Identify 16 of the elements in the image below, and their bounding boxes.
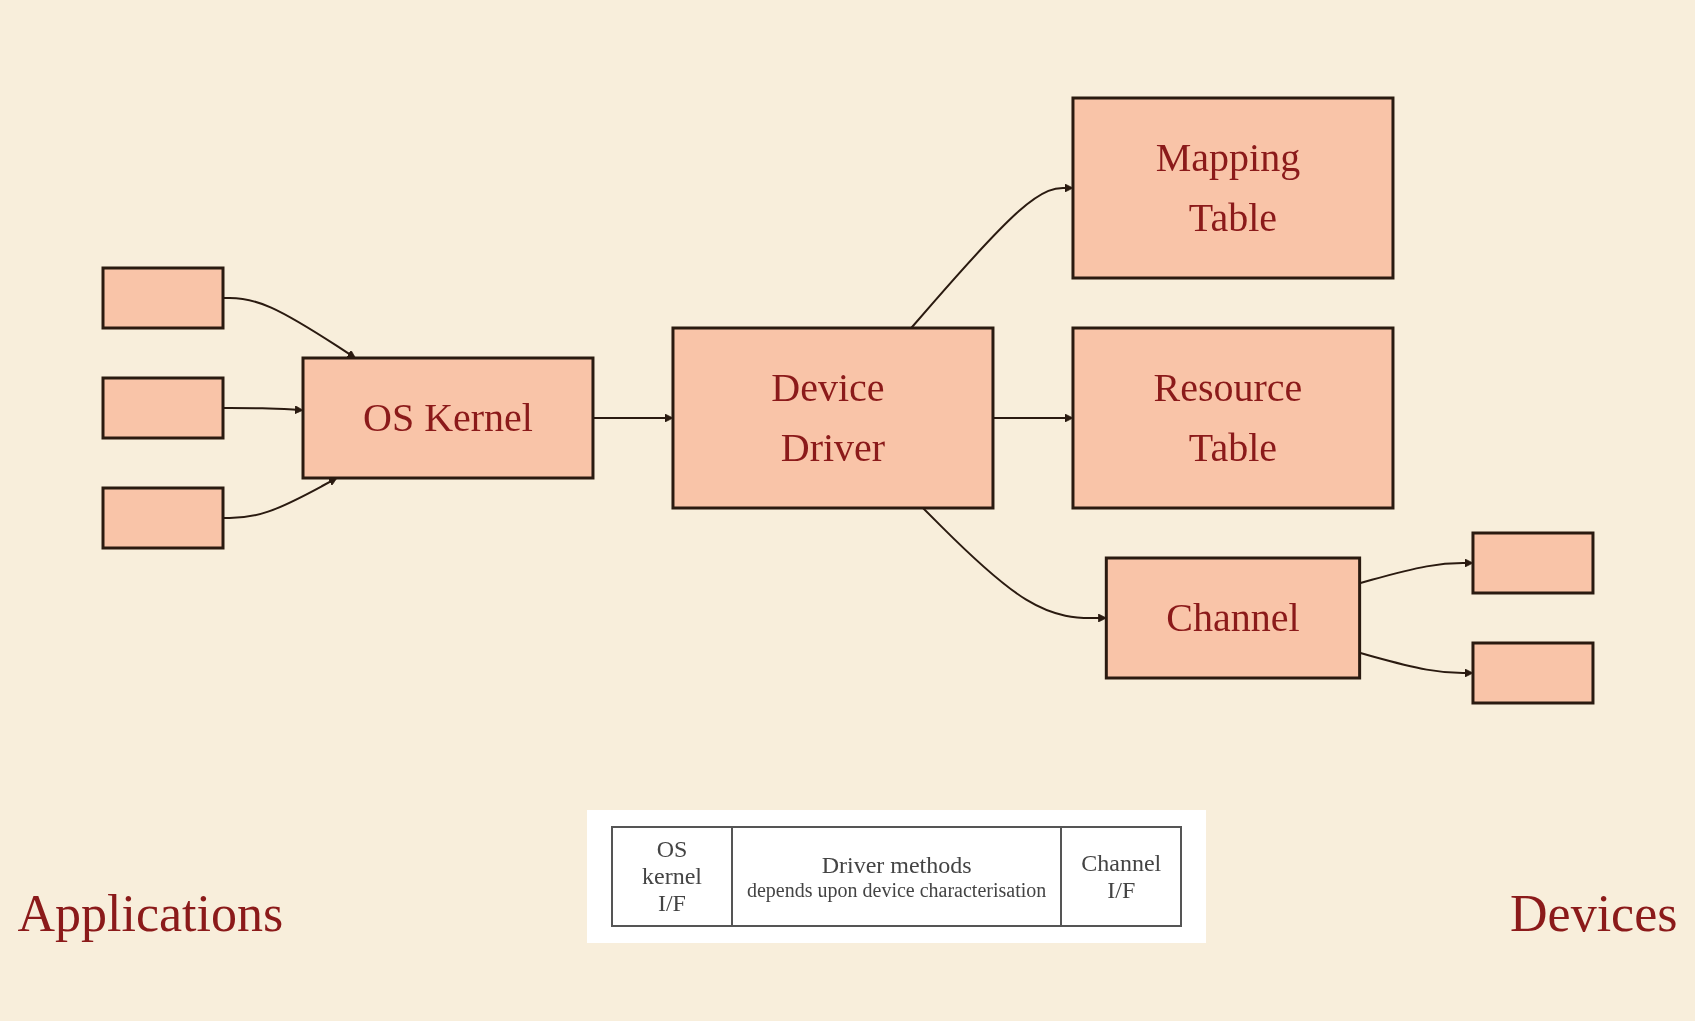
process-box: Resource Table bbox=[1071, 326, 1394, 509]
empty-box bbox=[101, 266, 224, 329]
group-label: Applications bbox=[17, 884, 284, 943]
empty-box bbox=[101, 486, 224, 549]
table-text: OS kernel I/F bbox=[641, 836, 703, 917]
process-box: Channel bbox=[1104, 556, 1361, 679]
group-label: Devices bbox=[1510, 884, 1678, 943]
process-box: Device Driver bbox=[671, 326, 994, 509]
process-box: OS Kernel bbox=[301, 356, 594, 479]
empty-box bbox=[1471, 641, 1594, 704]
empty-box bbox=[101, 376, 224, 439]
table-text: Driver methods bbox=[820, 851, 973, 879]
process-box: Mapping Table bbox=[1071, 96, 1394, 279]
empty-box bbox=[1471, 531, 1594, 594]
table-text: Channel I/F bbox=[1080, 849, 1163, 904]
table-text: depends upon device characterisation bbox=[746, 878, 1047, 902]
